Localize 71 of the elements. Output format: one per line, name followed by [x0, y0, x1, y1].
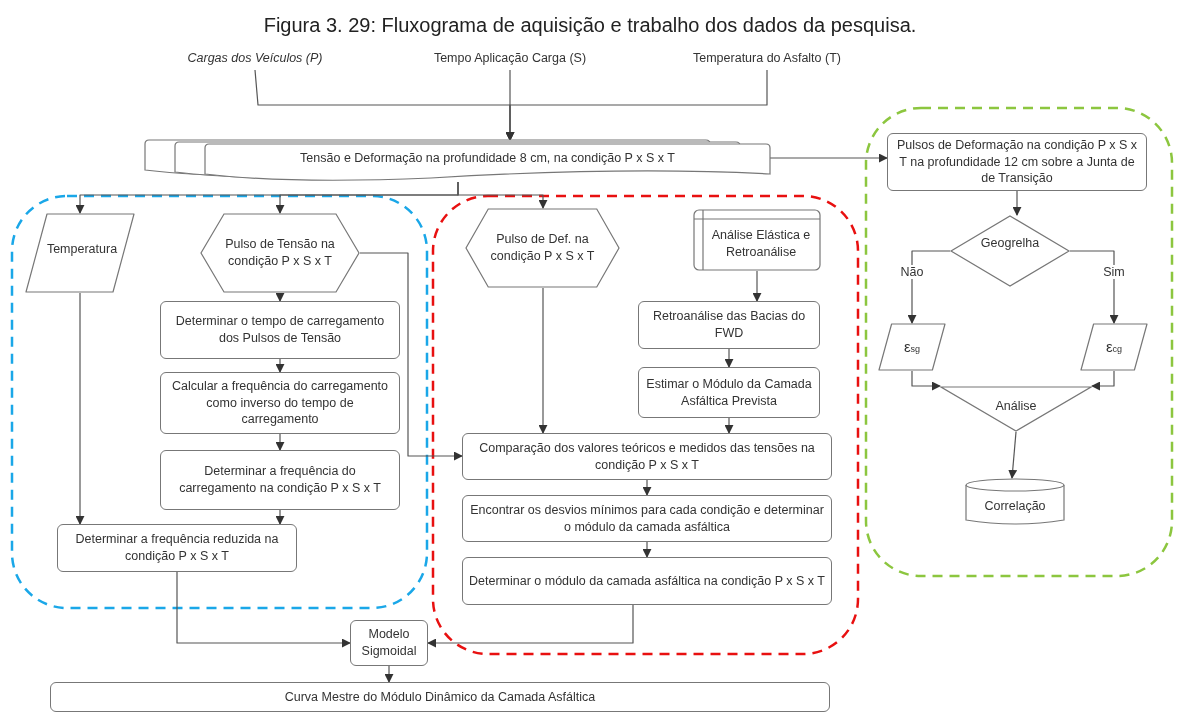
arrow	[642, 479, 652, 496]
node-text: Tensão e Deformação na profundidade 8 cm, na condição P x S x T	[299, 149, 675, 167]
data-parallelogram	[878, 323, 946, 371]
arrow	[384, 665, 394, 683]
node-text: Determinar o tempo de carregamento dos Pulsos de Tensão	[174, 313, 386, 347]
data-parallelogram	[1080, 323, 1148, 371]
edge-label: Não	[898, 265, 926, 279]
node-text: Determinar a frequência do carregamento na condição P x S x T	[178, 463, 382, 497]
arrow	[275, 358, 285, 373]
arrow	[724, 417, 734, 434]
node-text: Calcular a frequência do carregamento como inverso do tempo de carregamento	[170, 377, 390, 429]
node-text: Tempo Aplicação Carga (S)	[432, 49, 588, 67]
node-text: Correlação	[984, 497, 1046, 515]
node-text: Cargas dos Veículos (P)	[186, 49, 324, 67]
node-text: Modelo Sigmoidal	[360, 626, 418, 660]
arrow	[275, 433, 285, 451]
arrow	[642, 541, 652, 558]
node-text: Retroanálise das Bacias do FWD	[651, 308, 807, 342]
arrow	[1008, 431, 1018, 479]
node-text: Determinar a frequência reduzida na condição P x S x T	[74, 531, 280, 565]
arrow	[1069, 250, 1119, 324]
process-box	[462, 557, 832, 605]
process-box	[160, 301, 400, 359]
process-box	[57, 524, 297, 572]
arrow	[75, 292, 85, 525]
arrow	[724, 348, 734, 368]
node-text: Determinar o módulo da camada asfáltica na condição P x S x T	[468, 572, 826, 590]
node-text: Análise	[995, 398, 1037, 415]
process-box	[160, 450, 400, 510]
process-box	[638, 301, 820, 349]
process-box	[638, 367, 820, 418]
arrow	[752, 270, 762, 302]
node-text: Pulso de Def. na condição P x S x T	[489, 231, 596, 265]
storage-box	[693, 209, 821, 271]
preparation-hexagon	[465, 208, 620, 288]
arrow	[275, 292, 285, 302]
process-box	[160, 372, 400, 434]
node-text: Temperatura do Asfalto (T)	[692, 49, 842, 67]
arrow	[505, 69, 768, 141]
process-box	[462, 495, 832, 542]
node-text: Curva Mestre do Módulo Dinâmico da Camada Asfáltica	[283, 688, 597, 706]
arrow	[911, 370, 941, 391]
arrow	[907, 250, 951, 324]
arrow	[176, 571, 351, 648]
merge-triangle	[940, 386, 1092, 432]
arrow	[427, 604, 634, 648]
database-cylinder	[965, 478, 1065, 526]
arrow	[1091, 370, 1115, 391]
process-box	[350, 620, 428, 666]
preparation-hexagon	[200, 213, 360, 293]
arrow	[457, 181, 548, 209]
arrow	[359, 252, 463, 461]
arrow	[275, 509, 285, 525]
node-text: Estimar o Módulo da Camada Asfáltica Prevista	[645, 375, 813, 410]
process-box	[887, 133, 1147, 191]
document-stack	[145, 140, 770, 182]
data-parallelogram	[25, 213, 135, 293]
arrow	[538, 287, 548, 434]
figure-title: Figura 3. 29: Fluxograma de aquisição e trabalho dos dados da pesquisa.	[263, 14, 917, 37]
process-box	[462, 433, 832, 480]
node-text: Análise Elástica e Retroanálise	[710, 227, 812, 261]
decision-diamond	[950, 215, 1070, 287]
process-box	[50, 682, 830, 712]
arrow	[1012, 190, 1022, 216]
node-text: Comparação dos valores teóricos e medidos das tensões na condição P x S x T	[478, 439, 816, 474]
node-text: Encontrar os desvios mínimos para cada condição e determinar o módulo da camada asfáltica	[469, 501, 825, 536]
edge-label: Sim	[1101, 265, 1127, 279]
node-text: Temperatura	[45, 241, 119, 258]
node-text: Pulso de Tensão na condição P x S x T	[224, 236, 336, 270]
node-text: Geogrelha	[980, 235, 1040, 252]
node-text: Pulsos de Deformação na condição P x S x T na profundidade 12 cm sobre a Junta de de Transição	[895, 136, 1139, 188]
